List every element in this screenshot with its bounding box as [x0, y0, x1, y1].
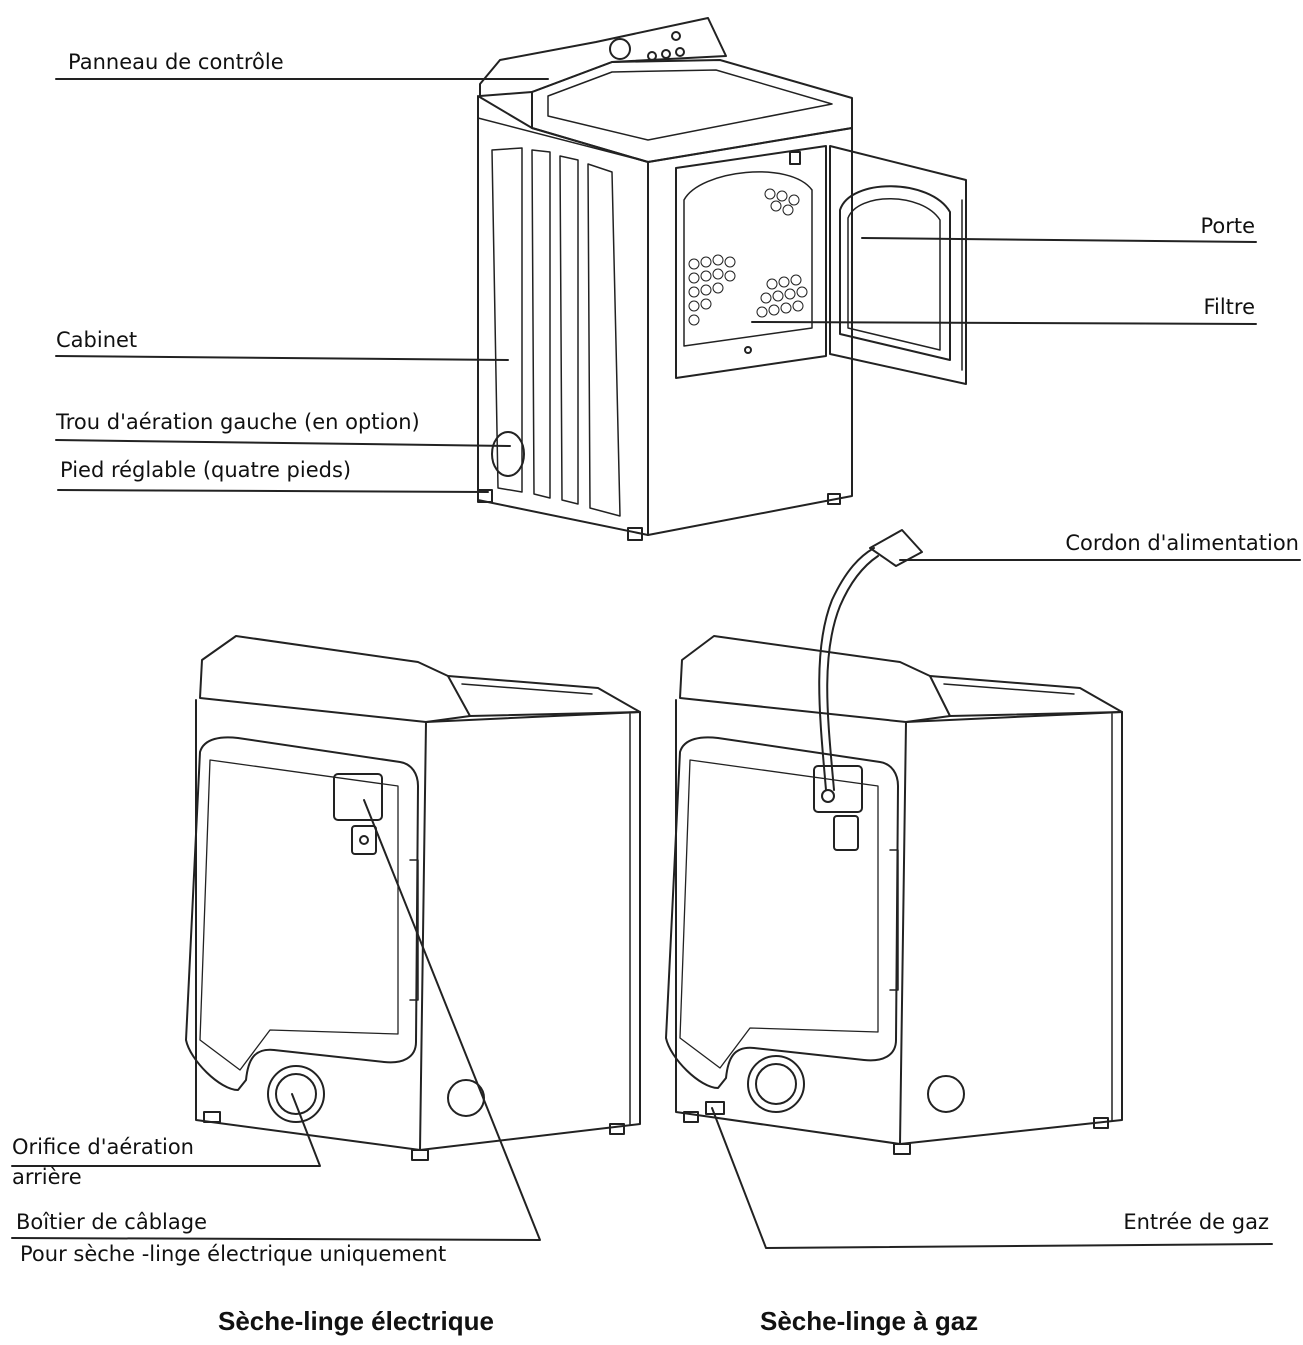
front-view-dryer: [477, 17, 967, 541]
leader-lines: [11, 78, 1301, 1249]
label-rear-vent-line1: Orifice d'aération: [12, 1135, 194, 1159]
label-left-vent: Trou d'aération gauche (en option): [56, 410, 420, 434]
leader-rear-vent: [11, 1093, 321, 1167]
leader-adjustable-foot: [57, 489, 489, 493]
leader-cabinet: [55, 355, 509, 361]
leader-filter: [751, 321, 1257, 325]
rear-view-gas-dryer: [665, 529, 1123, 1155]
label-adjustable-foot: Pied réglable (quatre pieds): [60, 458, 352, 482]
leader-left-vent: [55, 439, 511, 447]
label-rear-vent-line2: arrière: [12, 1165, 82, 1189]
caption-electric-dryer: Sèche-linge électrique: [218, 1306, 494, 1336]
label-door: Porte: [1200, 214, 1255, 238]
leader-door: [861, 237, 1257, 243]
caption-gas-dryer: Sèche-linge à gaz: [760, 1306, 979, 1336]
leader-gas-inlet: [711, 1107, 1273, 1249]
leader-wiring-box: [11, 799, 541, 1241]
label-wiring-note: Pour sèche -linge électrique uniquement: [20, 1242, 447, 1266]
rear-view-electric-dryer: [185, 635, 641, 1161]
label-power-cord: Cordon d'alimentation: [1065, 531, 1299, 555]
label-control-panel: Panneau de contrôle: [68, 50, 284, 74]
label-filter: Filtre: [1203, 295, 1255, 319]
label-cabinet: Cabinet: [56, 328, 138, 352]
label-gas-inlet: Entrée de gaz: [1123, 1210, 1269, 1234]
label-wiring-box: Boîtier de câblage: [16, 1210, 208, 1234]
